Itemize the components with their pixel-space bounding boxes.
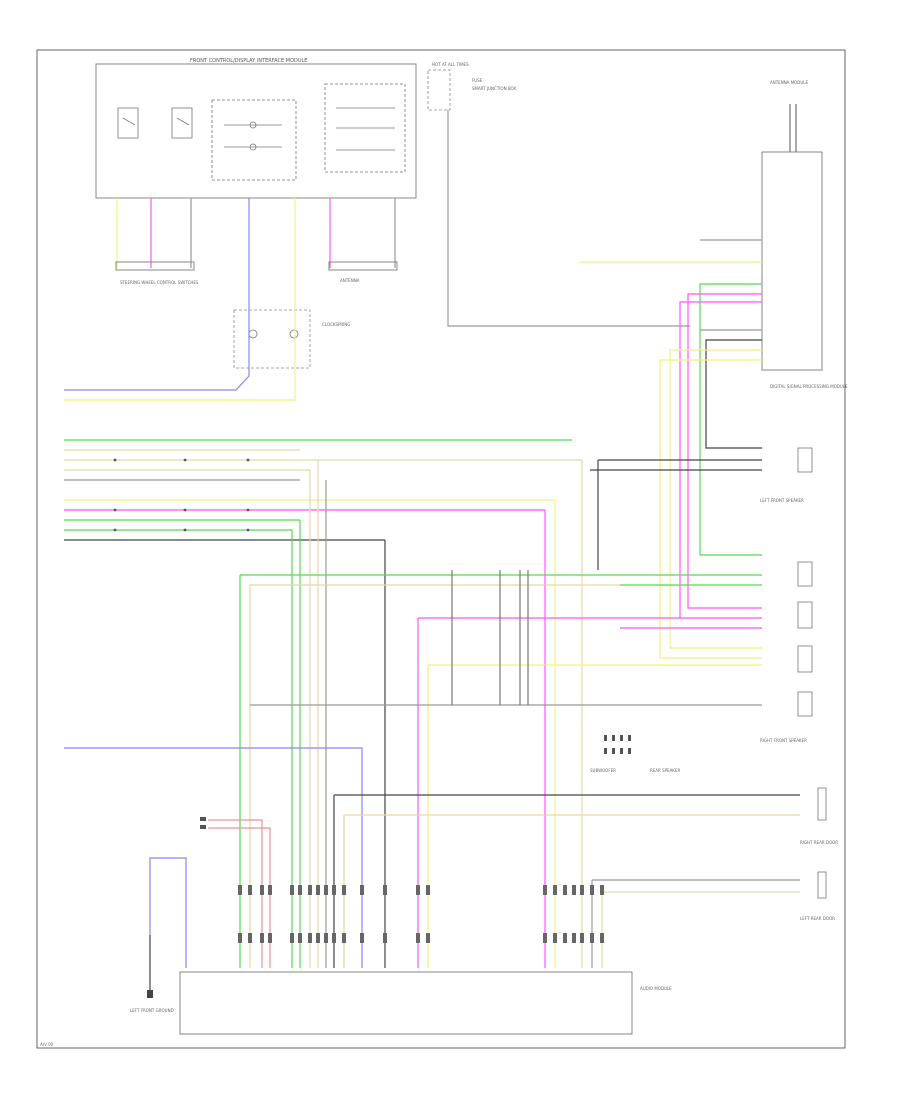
- ground-label: LEFT FRONT GROUND: [130, 1008, 174, 1013]
- diagram-frame: [36, 49, 846, 1049]
- fuse-label: FUSE: [472, 78, 483, 83]
- audio-module-label: AUDIO MODULE: [640, 986, 672, 991]
- cross-runs: [240, 459, 800, 893]
- right-rear-door-label: RIGHT REAR DOOR: [800, 840, 838, 845]
- left-rear-door-label: LEFT REAR DOOR: [800, 916, 835, 921]
- steering-switch-label: STEERING WHEEL CONTROL SWITCHES: [120, 280, 199, 285]
- right-module-label: DIGITAL SIGNAL PROCESSING MODULE: [770, 384, 848, 389]
- clockspring-box: [233, 309, 311, 369]
- switch-symbols: [117, 83, 406, 181]
- switch-assembly-label: FRONT CONTROL/DISPLAY INTERFACE MODULE: [190, 58, 307, 64]
- left-bus: [64, 439, 582, 541]
- center-junction: [451, 460, 599, 705]
- page-ref: A/V 00: [40, 1042, 54, 1047]
- clockspring-label: CLOCKSPRING: [322, 322, 350, 327]
- left-connector: [200, 817, 206, 829]
- bus-splices: [113, 458, 250, 532]
- ground-blue-wire: [149, 857, 187, 968]
- right-module-wires: [580, 239, 762, 659]
- right-connectors: [797, 447, 827, 899]
- hot-label: HOT AT ALL TIMES: [432, 62, 469, 67]
- audio-module-box: [179, 971, 633, 1035]
- fuse-box: [427, 69, 451, 111]
- junction-label: SMART JUNCTION BOX: [472, 86, 516, 91]
- switch-assembly-wires: [115, 198, 398, 300]
- subwoofer-label: SUBWOOFER: [590, 768, 616, 773]
- rear-speaker-label: REAR SPEAKER: [650, 768, 680, 773]
- antenna-module-label: ANTENNA MODULE: [770, 80, 809, 85]
- rear-connector-pins: [604, 735, 631, 754]
- front-speaker-right-label: RIGHT FRONT SPEAKER: [760, 738, 807, 743]
- right-module-box: [761, 151, 823, 371]
- module-connector-pins: [238, 885, 604, 943]
- switch-assembly-box: [95, 63, 417, 199]
- antenna-label: ANTENNA: [340, 278, 360, 283]
- front-speaker-left-label: LEFT FRONT SPEAKER: [760, 498, 804, 503]
